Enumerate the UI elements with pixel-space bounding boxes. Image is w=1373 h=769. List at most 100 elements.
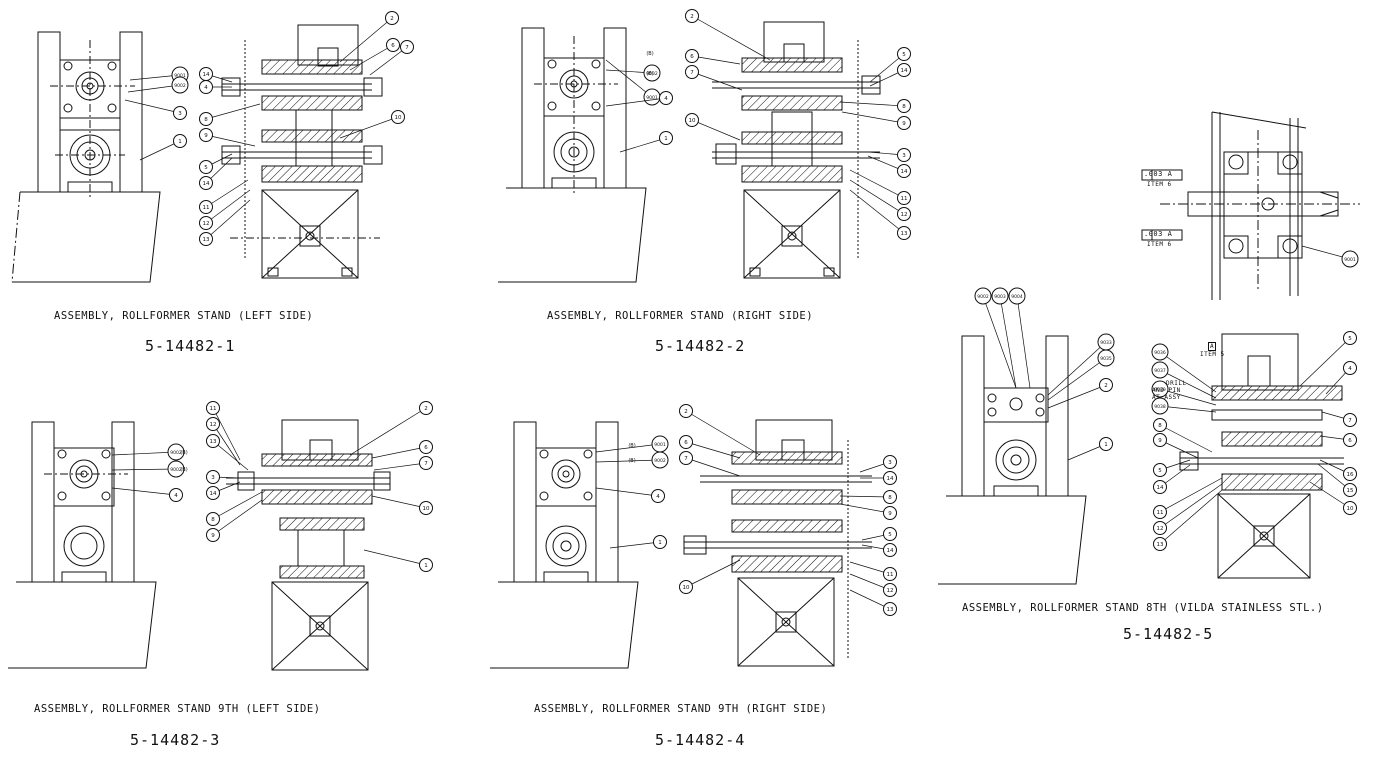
balloon-v5-15	[1343, 483, 1357, 497]
view1-title: ASSEMBLY, ROLLFORMER STAND (LEFT SIDE)	[54, 310, 314, 322]
datum-label: A	[1208, 342, 1217, 351]
balloon-label: 8	[204, 117, 208, 123]
view1-front	[11, 31, 161, 283]
balloon-leader	[349, 407, 427, 456]
view3-number: 5-14482-3	[130, 731, 221, 749]
view2-title: ASSEMBLY, ROLLFORMER STAND (RIGHT SIDE)	[547, 310, 814, 322]
balloon-label: 4	[204, 85, 208, 91]
balloon-label: 4	[664, 96, 668, 102]
balloon-v2-7	[685, 65, 699, 79]
balloon-label: 11	[887, 572, 894, 578]
balloon-label: 10	[683, 585, 690, 591]
balloon-label: 14	[901, 68, 908, 74]
balloon-label: 13	[203, 237, 210, 243]
balloon-v4-12	[883, 583, 897, 597]
balloon-v1-10	[391, 110, 405, 124]
balloon-leader	[685, 457, 741, 477]
balloon-v5-11	[1153, 505, 1167, 519]
balloon-leader	[1159, 489, 1223, 545]
balloon-label: 6	[684, 440, 688, 446]
balloon-leader	[1047, 357, 1107, 401]
balloon-leader	[205, 199, 251, 240]
balloon-v3-3	[206, 470, 220, 484]
balloon-v1-4	[199, 80, 213, 94]
balloon-v2-13	[897, 226, 911, 240]
balloon-detail-9001	[1341, 250, 1359, 268]
b-marker: (B)	[180, 467, 187, 473]
balloon-v5-4	[1343, 361, 1357, 375]
balloon-label: 10	[423, 506, 430, 512]
balloon-v5-5	[1153, 463, 1167, 477]
balloon-label: 9004	[1011, 294, 1023, 300]
balloon-leader	[1159, 351, 1217, 393]
balloon-label: 2	[1104, 383, 1108, 389]
balloon-v4-11	[883, 567, 897, 581]
balloon-label: 14	[203, 72, 210, 78]
balloon-v1-12	[199, 216, 213, 230]
balloon-v4-5	[883, 527, 897, 541]
balloon-label: 7	[424, 461, 428, 467]
view5-section	[1179, 333, 1344, 579]
view4-title: ASSEMBLY, ROLLFORMER STAND 9TH (RIGHT SI…	[534, 703, 828, 715]
balloon-v3-9002	[167, 443, 185, 461]
balloon-v3-14	[206, 486, 220, 500]
balloon-leader	[1159, 424, 1213, 453]
balloon-label: 5	[204, 165, 208, 171]
balloon-leader	[849, 573, 891, 591]
balloon-v5-9039	[1151, 380, 1169, 398]
tolerance-frame-b: .003 A	[1144, 230, 1173, 238]
balloon-label: 9002	[170, 450, 182, 456]
balloon-label: 4	[174, 493, 178, 499]
balloon-v2-6	[685, 49, 699, 63]
balloon-v3-4	[169, 488, 183, 502]
balloon-v1-11	[199, 200, 213, 214]
balloon-v5-12	[1153, 521, 1167, 535]
balloon-label: 2	[390, 16, 394, 22]
balloon-leader	[205, 134, 256, 147]
balloon-label: 9002	[170, 467, 182, 473]
balloon-v5-9038	[1151, 397, 1169, 415]
balloon-leader	[212, 491, 263, 520]
balloon-v3-11	[206, 401, 220, 415]
balloon-v4-3	[883, 455, 897, 469]
view3-front	[8, 421, 157, 669]
balloon-v2-1	[659, 131, 673, 145]
balloon-label: 14	[901, 169, 908, 175]
balloon-label: 5	[902, 52, 906, 58]
balloon-leader	[839, 495, 891, 498]
balloon-leader	[849, 189, 905, 234]
balloon-leader	[1159, 388, 1217, 406]
balloon-label: 3	[902, 153, 906, 159]
balloon-v4-9	[883, 506, 897, 520]
balloon-v3-8	[206, 512, 220, 526]
balloon-label: 12	[887, 588, 894, 594]
balloon-v2-10	[685, 113, 699, 127]
view5-number: 5-14482-5	[1123, 625, 1214, 643]
balloon-leader	[349, 44, 394, 71]
balloon-label: 9001	[646, 95, 658, 101]
balloon-label: 8	[1158, 423, 1162, 429]
balloon-label: 6	[690, 54, 694, 60]
drill-note-1: DRILL	[1166, 380, 1187, 387]
balloon-v4-9002	[651, 451, 669, 469]
b-marker: (B)	[646, 51, 653, 57]
balloon-label: 1	[664, 136, 668, 142]
balloon-label: 9001	[1344, 257, 1356, 263]
balloon-v2-12	[897, 207, 911, 221]
balloon-v1-3	[173, 106, 187, 120]
balloon-label: 10	[689, 118, 696, 124]
balloon-v3-7	[419, 456, 433, 470]
balloon-label: 6	[1348, 438, 1352, 444]
balloon-label: 6	[391, 43, 395, 49]
balloon-leader	[212, 440, 249, 471]
balloon-leader	[841, 111, 905, 124]
balloon-leader	[339, 17, 393, 63]
balloon-label: 9033	[1100, 340, 1112, 346]
balloon-label: 7	[1348, 418, 1352, 424]
balloon-label: 14	[203, 181, 210, 187]
balloon-v1-1	[173, 134, 187, 148]
view3-section	[226, 419, 391, 671]
balloon-label: 13	[901, 231, 908, 237]
balloon-v3-9	[206, 528, 220, 542]
